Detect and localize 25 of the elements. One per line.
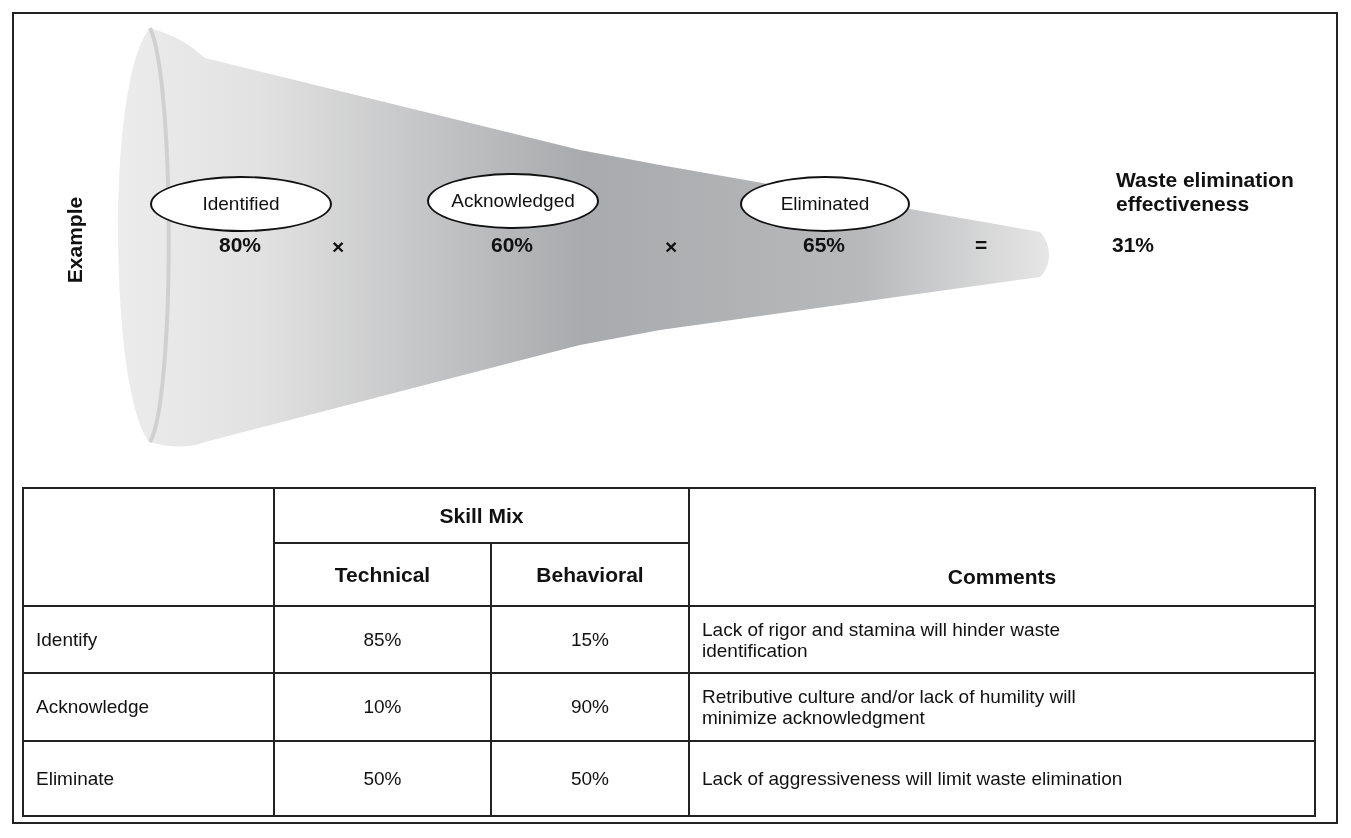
percentage-value: 50% (571, 767, 609, 789)
equals-sign: = (975, 233, 988, 257)
percentage-value: 15% (571, 628, 609, 650)
row-label: Acknowledge (36, 696, 150, 717)
percentage-value: 60% (491, 233, 534, 257)
percentage-value: 80% (219, 233, 262, 257)
comment-text: Retributive culture and/or lack of humility will minimize acknowledgment (702, 686, 1076, 728)
percentage-value: 65% (803, 233, 846, 257)
row-label: Eliminate (36, 767, 115, 789)
row-heading: Example (63, 196, 87, 284)
result-heading: Waste elimination effectiveness (1116, 168, 1295, 216)
comment-text: Lack of aggressiveness will limit waste elimination (702, 768, 1123, 789)
column-header: Technical (334, 562, 431, 586)
result-value: 31% (1112, 233, 1155, 257)
row-label: Identify (36, 628, 98, 650)
multiply-sign: × (665, 235, 678, 259)
percentage-value: 50% (363, 767, 402, 789)
percentage-value: 10% (363, 696, 402, 717)
column-header: Behavioral (536, 562, 644, 586)
percentage-value: 85% (363, 628, 402, 650)
comment-text: Lack of rigor and stamina will hinder waste identification (702, 618, 1060, 661)
column-header: Comments (947, 565, 1057, 588)
percentage-value: 90% (571, 696, 609, 717)
multiply-sign: × (332, 235, 345, 259)
column-group-header: Skill Mix (439, 503, 524, 527)
